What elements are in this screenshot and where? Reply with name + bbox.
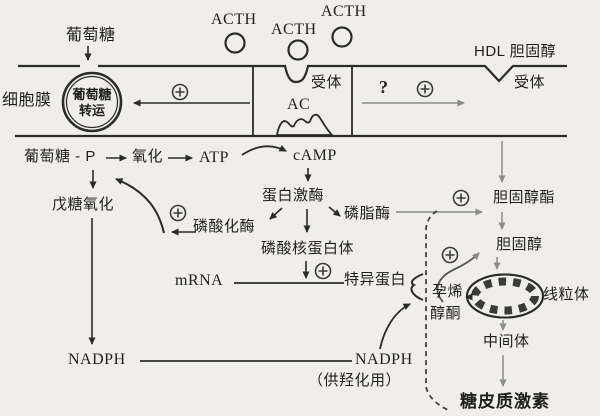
- acth-label-3: ACTH: [321, 3, 367, 20]
- stimulation-plus-icon: [416, 80, 434, 98]
- cholesterol-label: 胆固醇: [496, 236, 543, 253]
- kinase-to-phospholipase-arrow: [328, 206, 341, 217]
- atp-to-camp-arc: [241, 144, 287, 156]
- oxidation-label: 氧化: [132, 148, 164, 165]
- pregnenolone-label-line1: 孕烯: [432, 283, 464, 300]
- glucose-p-label: 葡萄糖 - P: [24, 148, 96, 165]
- phospho-nucleoprotein-label: 磷酸核蛋白体: [261, 240, 355, 257]
- acth-label-2: ACTH: [271, 21, 317, 38]
- nadph-left-label: NADPH: [68, 351, 126, 368]
- nadph-to-protein-curve: [379, 303, 411, 350]
- specific-protein-label: 特异蛋白: [344, 271, 407, 288]
- phosphorylase-label: 磷酸化酶: [193, 218, 256, 235]
- phospholipase-dashed-line: [425, 210, 449, 411]
- hdl-cholesterol-label: HDL 胆固醇: [474, 43, 557, 60]
- stimulation-plus-icon: [169, 204, 187, 222]
- adenylate-cyclase-label: AC: [287, 96, 311, 113]
- adenylate-cyclase-blob: [275, 113, 335, 136]
- receptor-box-walls: [252, 66, 353, 136]
- cell-membrane-label: 细胞膜: [2, 92, 52, 109]
- phosphorylase-feedback-curve: [115, 178, 165, 234]
- specific-protein-bracket: [410, 273, 424, 301]
- stimulation-plus-icon: [441, 246, 459, 264]
- stimulation-plus-icon: [314, 262, 332, 280]
- nadph-right-label: NADPH: [355, 351, 413, 368]
- mitochondrion-cristae: [471, 277, 539, 315]
- pregnenolone-label-line2: 醇酮: [430, 305, 462, 322]
- atp-label: ATP: [199, 149, 229, 166]
- intermediate-label: 中间体: [483, 333, 530, 350]
- pentose-oxidation-label: 戊糖氧化: [52, 196, 115, 213]
- membrane-top-line: [18, 64, 567, 84]
- acth-label-1: ACTH: [211, 11, 257, 28]
- mitochondria-label: 线粒体: [543, 286, 590, 303]
- phospholipase-label: 磷脂酶: [344, 205, 391, 222]
- kinase-to-phosphorylase-arrow: [269, 207, 283, 220]
- mrna-label: mRNA: [175, 272, 224, 289]
- acth-receptor-label: 受体: [311, 74, 343, 91]
- question-mark-label: ?: [379, 77, 389, 97]
- glucocorticoid-label: 糖皮质激素: [460, 392, 550, 411]
- acth-ligand-icon: [224, 32, 246, 54]
- cholesterol-ester-label: 胆固醇酯: [493, 189, 556, 206]
- glucose-transporter-circle: [61, 71, 123, 133]
- hydroxylation-note-label: （供羟化用）: [308, 372, 402, 389]
- glucose-top-label: 葡萄糖: [66, 27, 116, 44]
- acth-ligand-icon: [287, 39, 309, 61]
- stimulate-cholesterol-curve: [436, 252, 480, 303]
- protein-kinase-label: 蛋白激酶: [262, 187, 325, 204]
- mitochondrion-matrix: [481, 287, 529, 305]
- stimulation-plus-icon: [171, 83, 189, 101]
- hdl-receptor-label: 受体: [514, 74, 546, 91]
- camp-label: cAMP: [293, 147, 337, 164]
- glucose-transporter-inner-circle: [65, 75, 119, 129]
- glucose-transporter-label: 葡萄糖转运: [72, 87, 112, 119]
- acth-ligand-icon: [331, 26, 353, 48]
- stimulation-plus-icon: [452, 189, 470, 207]
